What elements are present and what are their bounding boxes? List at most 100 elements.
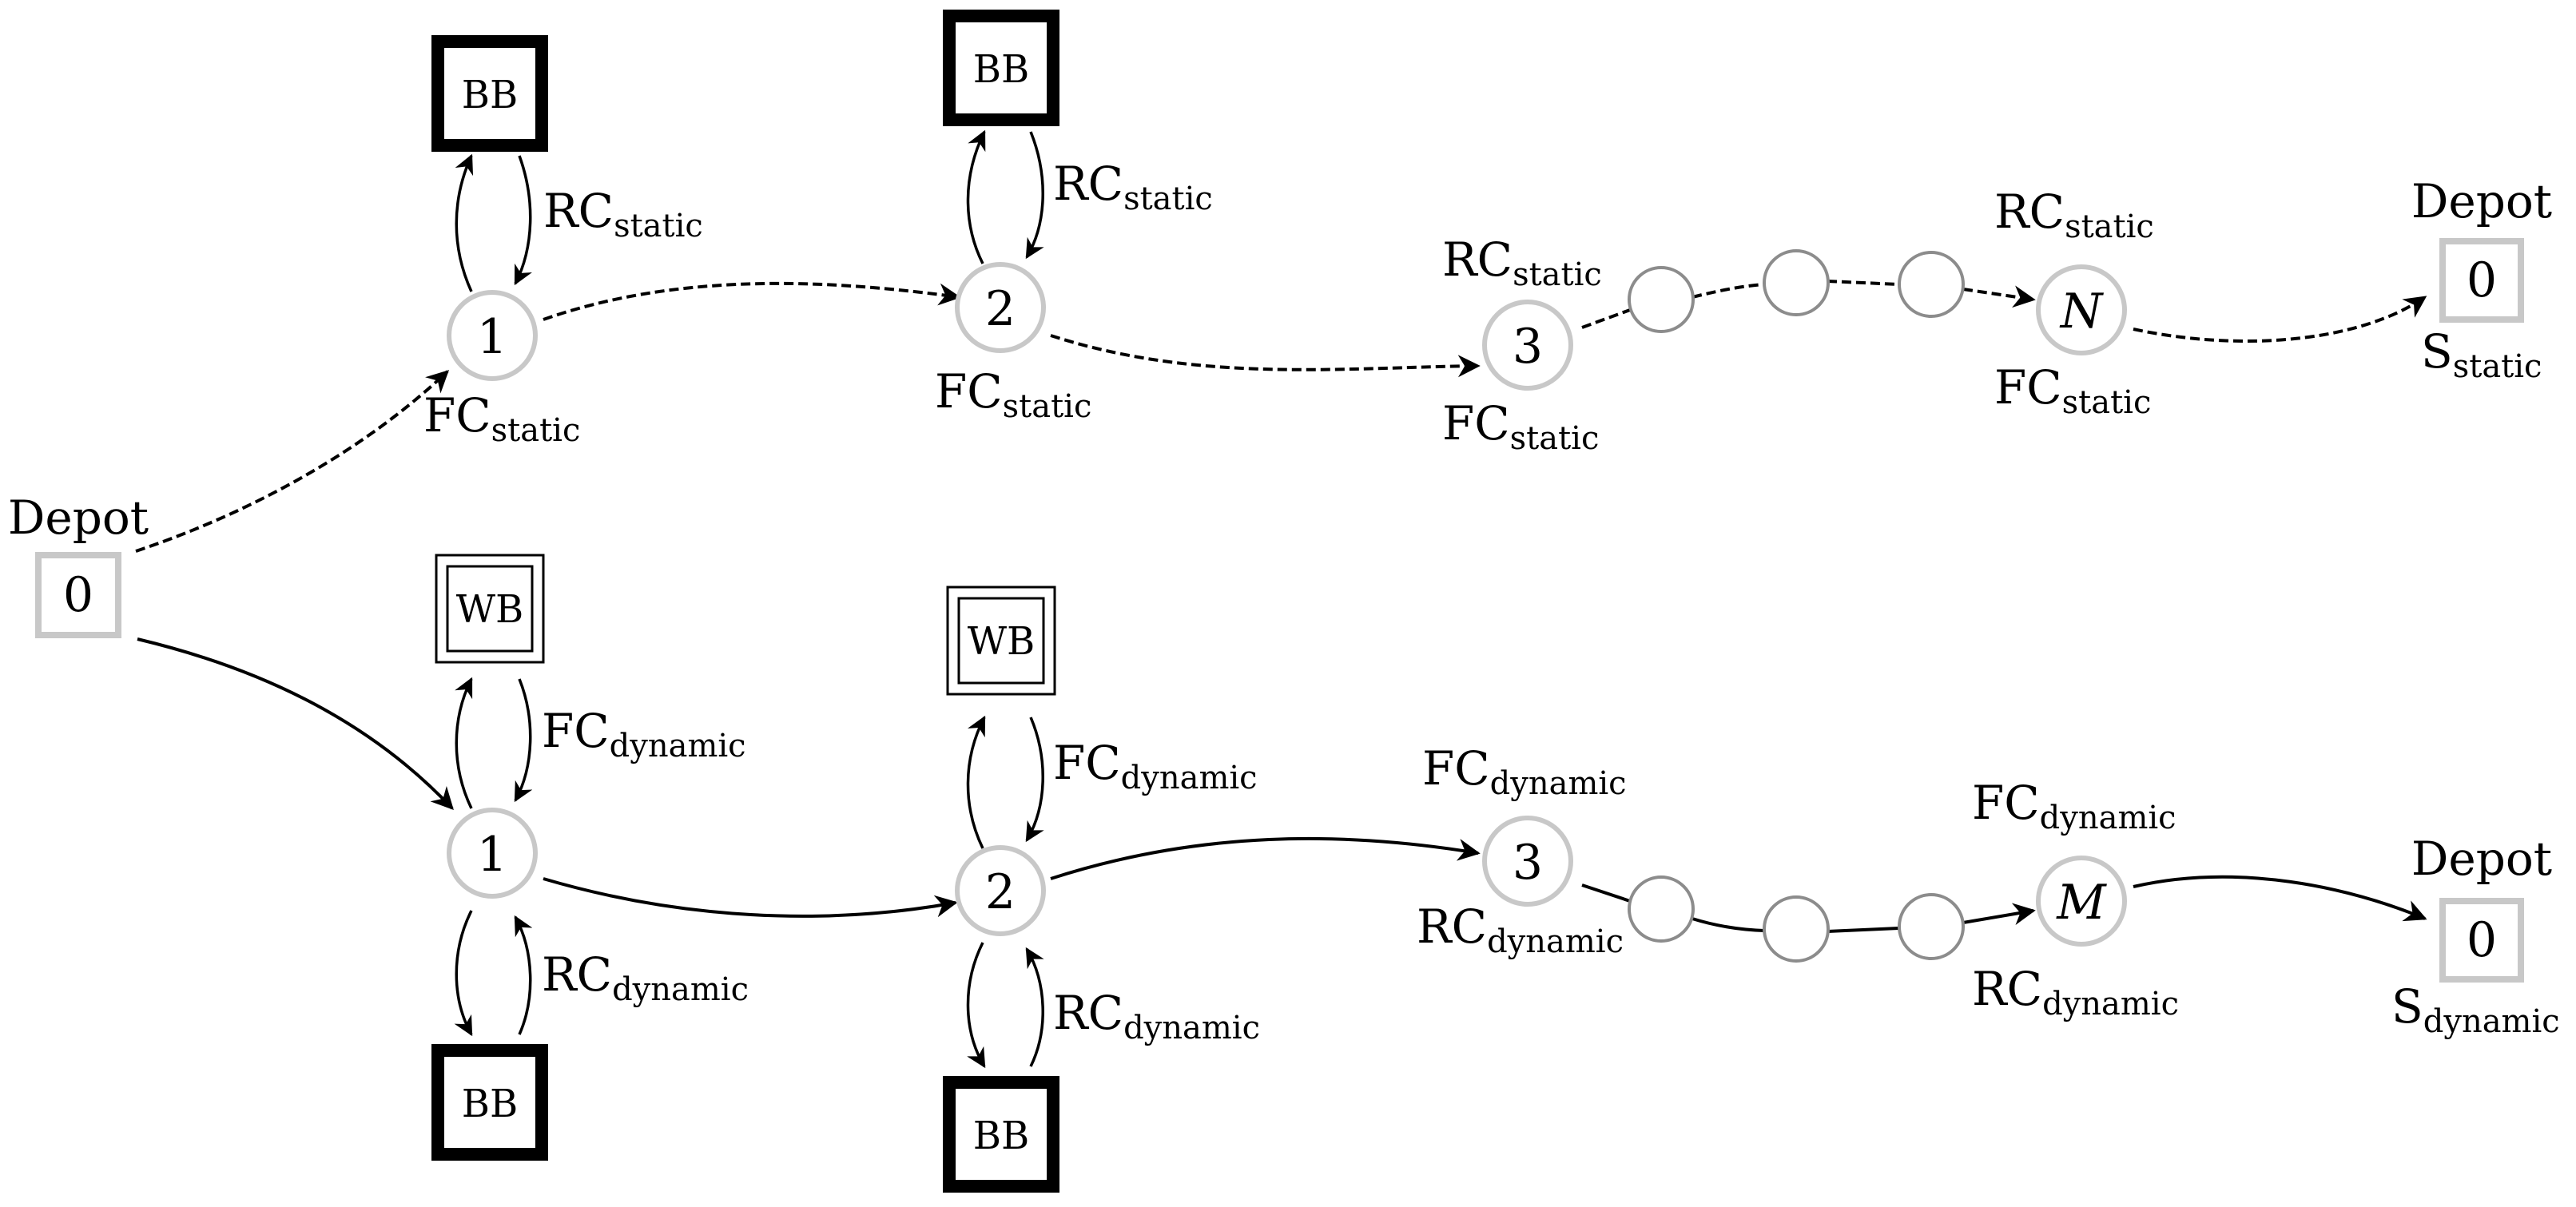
dynamic-edge-depot-1 — [137, 637, 454, 811]
black-bin-box — [431, 1044, 548, 1161]
static-end-depot-box — [2439, 238, 2524, 323]
static-edge-depot-1 — [135, 370, 450, 553]
black-bin-box — [943, 1076, 1059, 1193]
dynamic-loop-1-bb-down — [454, 910, 473, 1037]
dynamic-end-depot-label: Depot — [2411, 832, 2552, 886]
white-bin-inner — [957, 597, 1045, 685]
static-edge-1-2 — [543, 281, 961, 321]
start-depot-box — [35, 552, 121, 638]
white-bin-label: WB — [456, 587, 524, 632]
dynamic-loop-2-bb-up — [1025, 947, 1044, 1067]
black-bin-box — [943, 10, 1059, 126]
static-edge-3-a — [1581, 308, 1631, 329]
node-number: N — [2059, 284, 2105, 339]
dynamic-intermediate-node — [1628, 875, 1695, 943]
white-bin-inner — [446, 565, 534, 653]
white-bin-label: WB — [968, 619, 1036, 664]
static-intermediate-node — [1628, 266, 1695, 333]
static-end-label: Sstatic — [2421, 324, 2542, 385]
dynamic-rc-label-m: RCdynamic — [1972, 962, 2179, 1022]
static-edge-n-depot — [2133, 296, 2427, 343]
dynamic-edge-m-depot — [2133, 875, 2427, 922]
static-rc-label-3: RCstatic — [1442, 232, 1602, 293]
static-end-depot-value: 0 — [2467, 252, 2497, 308]
dynamic-edge-3-a — [1581, 883, 1631, 903]
dynamic-edge-c-m — [1962, 903, 2036, 926]
node-number: 3 — [1513, 319, 1543, 375]
static-loops-1 — [455, 153, 532, 292]
dynamic-rc-label-3: RCdynamic — [1417, 899, 1624, 960]
dynamic-end-depot-box — [2439, 898, 2524, 983]
node-number: 2 — [985, 281, 1016, 337]
dynamic-loops-2 — [966, 715, 1044, 1069]
static-node-3: 3 — [1482, 300, 1573, 391]
dynamic-end-label: Sdynamic — [2391, 979, 2560, 1040]
dynamic-node-1: 1 — [447, 808, 538, 899]
static-end-depot: Depot 0 Sstatic — [2411, 174, 2552, 385]
black-bin-label: BB — [973, 1114, 1030, 1158]
dynamic-edge-2-3 — [1050, 836, 1481, 880]
dynamic-bb-2: BB — [943, 1076, 1059, 1193]
dynamic-wb-2: WB — [946, 586, 1056, 696]
dynamic-loop-2-wb-up — [966, 715, 986, 849]
dynamic-rc-label-1: RCdynamic — [542, 947, 749, 1008]
static-edge-2-3 — [1050, 334, 1481, 378]
dynamic-edge-1-2 — [543, 877, 958, 918]
dynamic-fc-label-1: FCdynamic — [542, 704, 746, 764]
static-loop-1-up — [455, 153, 474, 292]
static-loop-2-up — [966, 129, 986, 264]
dynamic-loops-1 — [454, 677, 533, 1037]
dynamic-wb-1: WB — [435, 554, 545, 664]
dynamic-intermediate-node — [1763, 895, 1830, 963]
dynamic-bb-1: BB — [431, 1044, 548, 1161]
dynamic-node-m: M — [2036, 856, 2127, 947]
black-bin-label: BB — [973, 47, 1030, 92]
dynamic-fc-label-m: FCdynamic — [1972, 776, 2176, 836]
static-rc-label-2: RCstatic — [1053, 157, 1213, 217]
static-fc-label-3: FCstatic — [1442, 396, 1599, 457]
static-edge-c-n — [1962, 285, 2036, 308]
black-bin-label: BB — [462, 73, 519, 117]
static-fc-label-1: FCstatic — [423, 388, 580, 449]
static-bb-1: BB — [431, 35, 548, 152]
dynamic-node-2: 2 — [955, 845, 1046, 936]
dynamic-edge-a-b — [1691, 917, 1765, 932]
dynamic-loop-1-bb-up — [514, 915, 533, 1035]
start-depot-label: Depot — [8, 490, 149, 545]
static-edge-b-c — [1827, 280, 1899, 286]
static-bb-2: BB — [943, 10, 1059, 126]
dynamic-intermediate-node — [1898, 893, 1965, 960]
static-node-2: 2 — [955, 262, 1046, 353]
dynamic-node-3: 3 — [1482, 816, 1573, 907]
node-number: 1 — [477, 309, 507, 365]
static-intermediate-node — [1898, 251, 1965, 318]
static-intermediate-node — [1763, 249, 1830, 316]
dynamic-end-depot-value: 0 — [2467, 912, 2497, 968]
static-edges — [135, 280, 2427, 553]
static-loops-2 — [966, 129, 1044, 264]
static-loop-2-down — [1025, 131, 1044, 260]
start-depot-value: 0 — [63, 567, 93, 623]
black-bin-label: BB — [462, 1082, 519, 1126]
static-edge-a-b — [1691, 283, 1765, 299]
dynamic-edges — [137, 637, 2427, 933]
static-end-depot-label: Depot — [2411, 174, 2552, 228]
static-node-1: 1 — [447, 290, 538, 381]
node-number: 3 — [1513, 835, 1543, 891]
black-bin-box — [431, 35, 548, 152]
node-number: 1 — [477, 827, 507, 883]
dynamic-edge-b-c — [1827, 927, 1899, 933]
start-depot: Depot 0 — [8, 490, 149, 638]
static-rc-label-n: RCstatic — [1994, 185, 2154, 245]
static-loop-1-down — [514, 155, 532, 286]
node-number: M — [2056, 875, 2107, 931]
dynamic-loop-2-wb-down — [1025, 717, 1044, 843]
static-rc-label-1: RCstatic — [543, 184, 703, 244]
dynamic-rc-label-2: RCdynamic — [1053, 986, 1260, 1046]
node-number: 2 — [985, 864, 1016, 920]
static-fc-label-n: FCstatic — [1994, 360, 2151, 421]
dynamic-loop-2-bb-down — [966, 942, 986, 1069]
dynamic-end-depot: Depot 0 Sdynamic — [2391, 832, 2560, 1040]
dynamic-fc-label-2: FCdynamic — [1053, 736, 1258, 796]
